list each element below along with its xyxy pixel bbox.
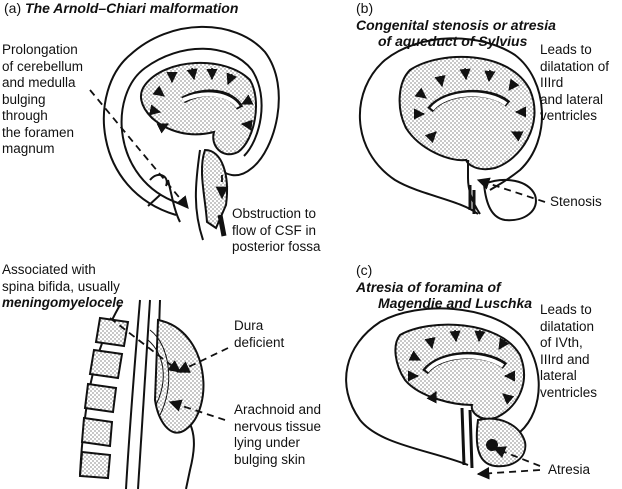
label-stenosis: Stenosis <box>550 194 602 209</box>
label-prolongation-line: magnum <box>2 141 55 156</box>
label-prolongation-line: of cerebellum <box>2 58 84 74</box>
label-prolongation-line: Prolongation <box>2 42 78 57</box>
atresia-dot <box>486 439 498 451</box>
label-dura-line: deficient <box>234 334 285 350</box>
cerebellum-a <box>200 148 228 230</box>
panel-c-brain <box>345 307 540 469</box>
panel-a-title: The Arnold–Chiari malformation <box>25 0 239 16</box>
ventricle-c <box>394 323 525 420</box>
label-leads-c-line: of IVth, <box>540 335 583 350</box>
label-leads-b-line: Leads to <box>540 42 592 57</box>
label-arachnoid-line: lying under <box>234 435 301 450</box>
lateral-ventricle-a <box>139 62 257 156</box>
pointer-lines <box>89 89 546 480</box>
pressure-arrows-b <box>413 67 527 144</box>
label-leads-c: Leads to dilatation of IVth, IIIrd and l… <box>540 302 597 401</box>
label-leads-b-line: and lateral <box>540 91 604 107</box>
label-prolongation-line: bulging <box>2 91 46 107</box>
label-leads-c-line: ventricles <box>540 384 598 400</box>
label-leads-c-line: lateral <box>540 368 577 383</box>
panel-c-title-1: Atresia of foramina of <box>356 278 501 295</box>
label-obstruction: Obstruction to flow of CSF in posterior … <box>232 206 321 256</box>
label-prolongation: Prolongation of cerebellum and medulla b… <box>2 42 83 158</box>
label-leads-b-line: ventricles <box>540 108 598 123</box>
pointer-arachnoid <box>168 399 226 421</box>
panel-a-heading: (a) The Arnold–Chiari malformation <box>4 0 238 17</box>
panel-a-letter: (a) <box>4 0 22 16</box>
pointer-prolongation <box>89 89 189 209</box>
panel-b-heading: (b) Congenital stenosis or atresia of aq… <box>356 0 556 50</box>
ventricle-b <box>398 55 536 171</box>
pointer-dura <box>176 347 229 373</box>
pointer-atresia-2 <box>476 466 541 480</box>
panel-c-heading: (c) Atresia of foramina of Magendie and … <box>356 262 532 312</box>
panel-a-spine <box>78 299 205 489</box>
label-obstruction-line: Obstruction to <box>232 206 317 221</box>
label-leads-c-line: Leads to <box>540 302 592 317</box>
label-associated-line: Associated with <box>2 262 96 277</box>
label-leads-b-line: IIIrd <box>540 75 564 90</box>
label-dura-line: Dura <box>234 318 264 333</box>
panel-c-letter: (c) <box>356 262 373 278</box>
label-arachnoid: Arachnoid and nervous tissue lying under… <box>234 402 321 468</box>
label-arachnoid-line: bulging skin <box>234 451 306 467</box>
panel-b-title-2: of aqueduct of Sylvius <box>378 33 528 49</box>
label-meningomyelocele: meningomyelocele <box>2 295 124 310</box>
pointer-atresia-1 <box>492 446 541 467</box>
label-prolongation-line: the foramen <box>2 124 75 140</box>
label-prolongation-line: and medulla <box>2 75 76 90</box>
panel-a-brain <box>102 25 280 241</box>
vertebrae <box>78 316 130 480</box>
label-obstruction-line: posterior fossa <box>232 239 321 254</box>
label-obstruction-line: flow of CSF in <box>232 222 317 238</box>
panel-b-brain <box>358 37 543 222</box>
pointer-meningomyelocele <box>109 317 181 373</box>
label-leads-b: Leads to dilatation of IIIrd and lateral… <box>540 42 609 125</box>
label-leads-c-line: IIIrd and <box>540 351 590 367</box>
label-associated-line: spina bifida, usually <box>2 278 120 294</box>
label-arachnoid-line: nervous tissue <box>234 418 322 434</box>
meningocele-sac <box>153 318 205 434</box>
label-prolongation-line: through <box>2 108 48 123</box>
label-leads-c-line: dilatation <box>540 318 595 334</box>
label-dura: Dura deficient <box>234 318 284 351</box>
fourth-ventricle-c <box>475 417 527 468</box>
panel-b-title-1: Congenital stenosis or atresia <box>356 16 556 33</box>
label-arachnoid-line: Arachnoid and <box>234 402 322 417</box>
panel-b-letter: (b) <box>356 0 374 16</box>
pressure-arrows-a <box>149 67 254 134</box>
label-leads-b-line: dilatation of <box>540 58 610 74</box>
label-associated: Associated with spina bifida, usually me… <box>2 262 124 312</box>
label-atresia: Atresia <box>548 462 591 477</box>
panel-c-title-2: Magendie and Luschka <box>378 295 533 311</box>
pressure-arrows-c <box>407 329 516 405</box>
